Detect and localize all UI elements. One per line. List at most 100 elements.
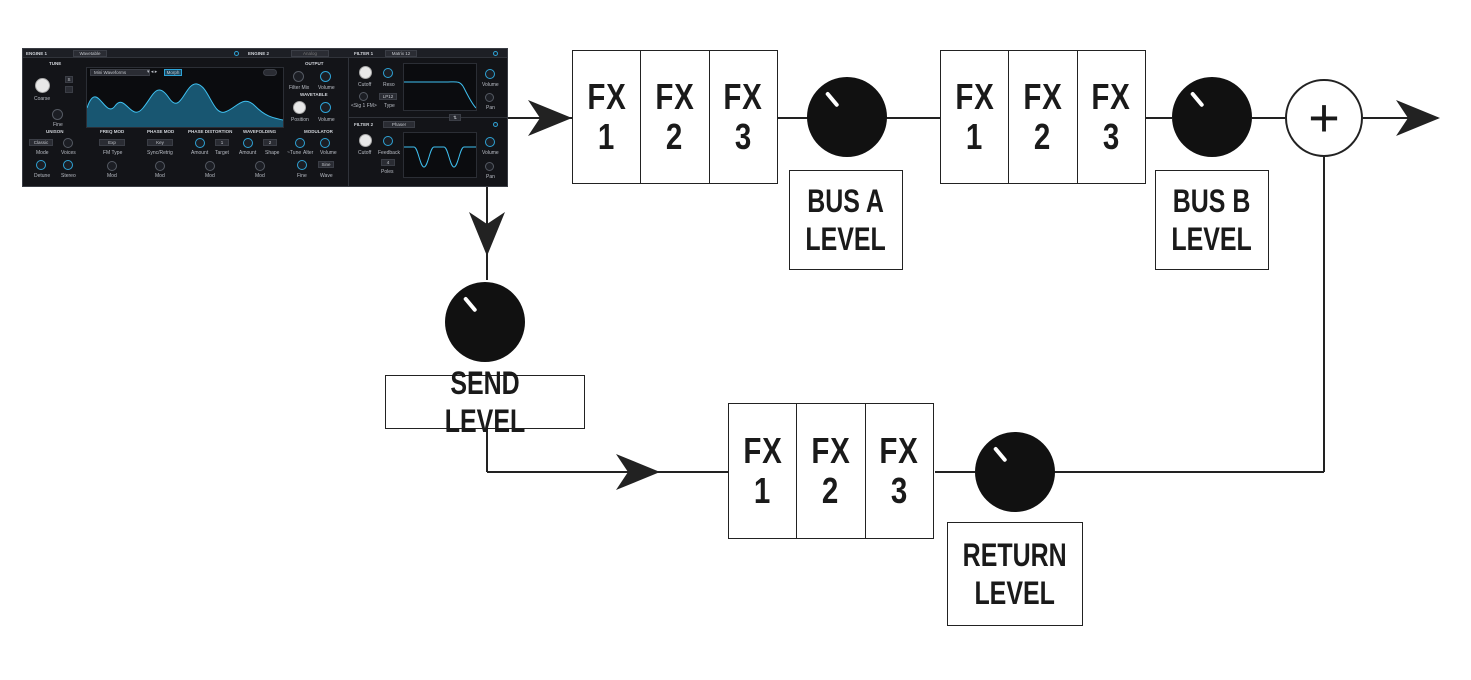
unison-title: UNISON (46, 129, 64, 134)
bus-a-level-knob[interactable] (807, 77, 887, 157)
filter2-cutoff-label: Cutoff (358, 150, 372, 156)
filter1-power-icon[interactable] (493, 51, 498, 56)
filter1-reso-knob[interactable] (383, 68, 393, 78)
mod-fine-label: Fine (297, 173, 307, 179)
wavetable-prev-next-icon[interactable]: ▾ ◂ ▸ (147, 69, 158, 75)
fine-label: Fine (53, 122, 63, 128)
filter2-volume-knob[interactable] (485, 137, 495, 147)
filter-mix-knob[interactable] (293, 71, 304, 82)
fine-knob[interactable] (52, 109, 63, 120)
coarse-knob[interactable] (35, 78, 50, 93)
wavetable-toggle[interactable] (263, 69, 277, 76)
send-level-label: SEND LEVEL (385, 365, 585, 439)
tune-s-button[interactable]: S (65, 76, 73, 83)
filter2-power-icon[interactable] (493, 122, 498, 127)
filter1-fm-knob[interactable] (359, 92, 368, 101)
tune-link-icon[interactable] (65, 86, 73, 93)
filter1-title: FILTER 1 (354, 51, 374, 56)
filter1-sig-label: <Sig 1 FM> (351, 103, 377, 109)
wavetable-volume-label: Volume (318, 117, 335, 123)
filter1-pan-knob[interactable] (485, 93, 494, 102)
wf-mod-label: Mod (255, 173, 265, 179)
filter-mix-label: Filter Mix (289, 85, 310, 91)
morph-button[interactable]: Morph (164, 69, 182, 76)
phase-distortion-title: PHASE DISTORTION (188, 129, 233, 134)
mod-fine-knob[interactable] (297, 160, 307, 170)
synth-engine-panel: ENGINE 1 Wavetable ENGINE 2 Analog FILTE… (22, 48, 508, 187)
wavetable-waveform (86, 83, 284, 127)
filter2-feedback-knob[interactable] (383, 136, 393, 146)
filter1-reso-label: Reso (383, 82, 395, 88)
mod-tune-knob[interactable] (295, 138, 305, 148)
filter-routing-button[interactable]: ⇅ (449, 114, 461, 121)
wf-shape-select[interactable]: 2 (263, 139, 277, 146)
sum-node-icon: + (1285, 79, 1363, 157)
engine1-type-select[interactable]: Wavetable (73, 50, 107, 57)
bus-b-level-knob[interactable] (1172, 77, 1252, 157)
filter1-type-select[interactable]: Matrix 12 (385, 50, 417, 57)
stereo-label: Stereo (61, 173, 76, 179)
unison-mode-select[interactable]: Classic (29, 139, 53, 146)
filter1-cutoff-label: Cutoff (358, 82, 372, 88)
modulator-title: MODULATOR (304, 129, 333, 134)
phase-mod-knob[interactable] (155, 161, 165, 171)
output-volume-knob[interactable] (320, 71, 331, 82)
filter2-title: FILTER 2 (354, 122, 374, 127)
sync-retrig-label: Sync/Retrig (147, 150, 173, 156)
filter1-type-label: Type (384, 103, 395, 109)
return-level-label: RETURN LEVEL (947, 522, 1083, 626)
wavetable-display[interactable] (86, 67, 284, 128)
phase-mod-title: PHASE MOD (147, 129, 175, 134)
wf-amount-label: Amount (239, 150, 257, 156)
engine1-power-icon[interactable] (234, 51, 239, 56)
send-level-knob[interactable] (445, 282, 525, 362)
voices-knob[interactable] (63, 138, 73, 148)
pd-amount-label: Amount (191, 150, 209, 156)
tune-title: TUNE (49, 61, 62, 66)
pd-amount-knob[interactable] (195, 138, 205, 148)
filter1-volume-knob[interactable] (485, 69, 495, 79)
mod-volume-label: Volume (320, 150, 337, 156)
wf-mod-knob[interactable] (255, 161, 265, 171)
voices-label: Voices (61, 150, 76, 156)
detune-knob[interactable] (36, 160, 46, 170)
engine2-title: ENGINE 2 (248, 51, 270, 56)
mod-wave-label: Wave (320, 173, 333, 179)
return-level-knob[interactable] (975, 432, 1055, 512)
wavetable-volume-knob[interactable] (320, 102, 331, 113)
engine2-type-select[interactable]: Analog (291, 50, 329, 57)
mod-wave-select[interactable]: Sine (318, 161, 334, 168)
sync-retrig-select[interactable]: Key (147, 139, 173, 146)
filter1-type-box[interactable]: LP12 (379, 93, 397, 100)
filter2-poles-select[interactable]: 4 (381, 159, 395, 166)
stereo-knob[interactable] (63, 160, 73, 170)
filter2-pan-label: Pan (486, 174, 495, 180)
wavetable-select[interactable]: Mini Waveforms (90, 69, 150, 76)
output-title: OUTPUT (305, 61, 324, 66)
wavefolding-title: WAVEFOLDING (243, 129, 277, 134)
mod-volume-knob[interactable] (320, 138, 330, 148)
output-volume-label: Volume (318, 85, 335, 91)
fm-type-select[interactable]: Exp (99, 139, 125, 146)
position-knob[interactable] (293, 101, 306, 114)
pd-target-select[interactable]: 1 (215, 139, 229, 146)
filter2-cutoff-knob[interactable] (359, 134, 372, 147)
pd-mod-knob[interactable] (205, 161, 215, 171)
freq-mod-knob[interactable] (107, 161, 117, 171)
filter1-cutoff-knob[interactable] (359, 66, 372, 79)
wf-amount-knob[interactable] (243, 138, 253, 148)
filter2-type-select[interactable]: Phaser (383, 121, 415, 128)
filter2-pan-knob[interactable] (485, 162, 494, 171)
